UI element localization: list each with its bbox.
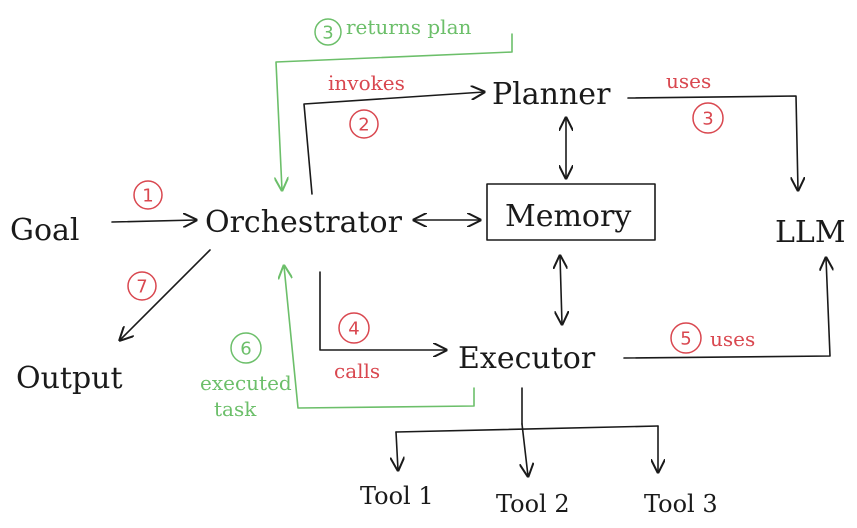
edge-planner-orchestrator xyxy=(276,33,513,190)
label-executed-task-line2: task xyxy=(214,397,257,421)
node-tool3: Tool 3 xyxy=(644,490,718,518)
step-4: 4 xyxy=(338,312,370,344)
svg-text:5: 5 xyxy=(680,329,691,350)
edge-executor-orchestrator xyxy=(284,266,475,409)
edge-memory-executor xyxy=(560,256,562,324)
memory-box xyxy=(486,183,656,241)
node-llm: LLM xyxy=(775,215,846,250)
step-7: 7 xyxy=(127,271,157,301)
edge-orchestrator-planner xyxy=(303,92,484,195)
svg-text:3: 3 xyxy=(322,23,333,44)
label-returns-plan: returns plan xyxy=(346,15,472,39)
edge-planner-llm xyxy=(627,95,798,190)
step-2: 2 xyxy=(349,109,379,139)
svg-text:1: 1 xyxy=(142,186,153,207)
node-planner: Planner xyxy=(492,77,611,112)
step-1: 1 xyxy=(133,180,163,210)
label-uses-executor: uses xyxy=(710,327,755,351)
step-5: 5 xyxy=(670,322,702,354)
svg-text:2: 2 xyxy=(358,115,369,136)
svg-text:4: 4 xyxy=(348,319,359,340)
edge-to-tool1 xyxy=(396,431,398,470)
label-executed-task-text: executed xyxy=(200,371,292,395)
step-6: 6 xyxy=(230,332,262,364)
node-executor: Executor xyxy=(458,341,596,376)
step-3-planner: 3 xyxy=(314,18,342,46)
label-executed-task: executed task xyxy=(200,371,298,421)
edge-executor-llm xyxy=(623,258,830,359)
node-goal: Goal xyxy=(10,213,80,248)
node-tool1: Tool 1 xyxy=(360,482,434,510)
label-calls: calls xyxy=(334,359,380,383)
step-3-llm: 3 xyxy=(692,102,724,134)
node-tool2: Tool 2 xyxy=(496,490,570,518)
edge-orchestrator-executor xyxy=(319,271,446,350)
node-output: Output xyxy=(16,361,123,396)
node-orchestrator: Orchestrator xyxy=(205,205,403,240)
svg-text:3: 3 xyxy=(702,109,713,130)
label-invokes: invokes xyxy=(328,71,405,95)
edge-orchestrator-output xyxy=(120,249,211,340)
edge-executor-tools xyxy=(395,387,659,433)
node-memory: Memory xyxy=(505,199,631,234)
edge-goal-orchestrator xyxy=(111,220,196,222)
edge-to-tool2 xyxy=(522,423,528,476)
svg-text:6: 6 xyxy=(240,339,251,360)
svg-text:7: 7 xyxy=(136,277,147,298)
label-uses-planner: uses xyxy=(666,69,711,93)
